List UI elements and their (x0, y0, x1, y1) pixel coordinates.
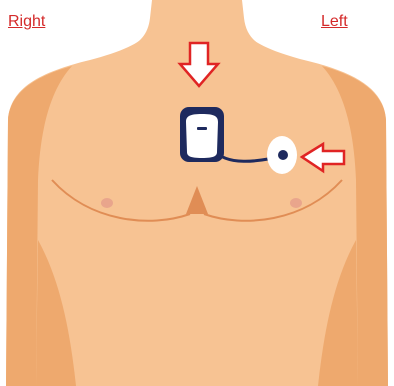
nipple-right (101, 198, 113, 208)
ecg-monitor-device (180, 107, 224, 162)
electrode-pad (267, 136, 297, 174)
label-left-side: Left (321, 14, 348, 30)
nipple-left (290, 198, 302, 208)
label-right-side: Right (8, 14, 45, 30)
